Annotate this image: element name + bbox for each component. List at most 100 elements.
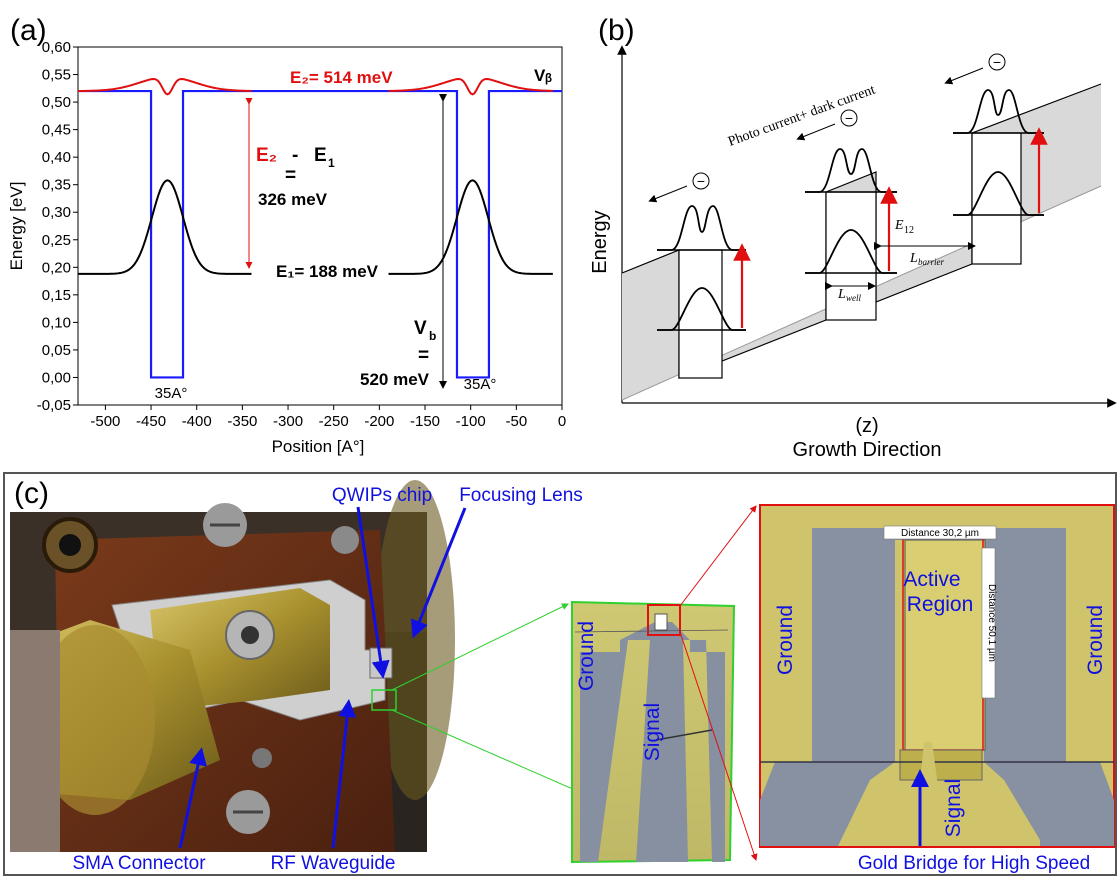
signal-zoom-label: Signal	[942, 779, 965, 837]
well-width-label-2: 35A°	[464, 376, 497, 393]
rf-waveguide-label: RF Waveguide	[271, 853, 396, 874]
ground-zoom-right-label: Ground	[1084, 605, 1107, 675]
vb-eq: =	[418, 345, 429, 366]
y-tick-label: 0,15	[42, 287, 71, 304]
zoom-line-top	[391, 603, 569, 691]
x-tick-label: -50	[505, 413, 527, 430]
panel-b-label: (b)	[598, 14, 635, 47]
z-label: (z)	[855, 415, 878, 437]
x-tick-label: -200	[364, 413, 394, 430]
qwips-chip-label: QWIPs chip	[332, 485, 432, 506]
e2-level-label: E₂= 514 meV	[290, 68, 393, 87]
lbarrier-label: L	[909, 251, 918, 266]
y-tick-label: 0,35	[42, 177, 71, 194]
active-region-label-1: Active	[903, 568, 960, 591]
sma-connector-label: SMA Connector	[72, 853, 206, 874]
y-axis-ticks: -0,05 0,00 0,05 0,10 0,15 0,20 0,25 0,30 0,35 0,4…	[37, 39, 78, 414]
vb-sub: b	[429, 329, 436, 343]
e1-level-label: E₁= 188 meV	[276, 262, 379, 281]
ground-label: Ground	[575, 621, 598, 691]
active-region-micrograph	[759, 504, 1115, 848]
x-tick-label: -500	[90, 413, 120, 430]
x-tick-label: -250	[319, 413, 349, 430]
zoom-line-red-top	[679, 505, 757, 607]
svg-text:−: −	[697, 173, 705, 189]
diff-eq: =	[285, 165, 296, 186]
y-tick-label: 0,00	[42, 369, 71, 386]
y-tick-label: 0,50	[42, 94, 71, 111]
vb-value: 520 meV	[360, 370, 430, 389]
y-tick-label: 0,05	[42, 342, 71, 359]
focusing-lens-arrow	[411, 507, 467, 639]
panel-b: (b) Energy (z) Growth Direction	[589, 14, 1117, 461]
diff-e2: E₂	[256, 145, 277, 166]
svg-text:−: −	[845, 110, 853, 126]
panel-c: (c) QWIPs chip Focusing Lens SMA Con	[3, 472, 1117, 876]
diff-e1: E	[314, 145, 327, 166]
electron-3: −	[944, 53, 1006, 85]
panel-c-label: (c)	[14, 477, 49, 510]
y-tick-label: 0,10	[42, 314, 71, 331]
y-tick-label: 0,45	[42, 122, 71, 139]
e12-label: E	[894, 218, 904, 233]
diff-e1-sub: 1	[328, 156, 335, 170]
signal-label: Signal	[641, 703, 664, 761]
well-width-label-1: 35A°	[155, 385, 188, 402]
lwell-label: L	[837, 287, 846, 302]
e1-wavefunction-line	[77, 179, 252, 275]
potential-well-line	[78, 89, 562, 379]
quantum-well-3	[953, 89, 1048, 265]
zoom-line-red-bottom	[679, 631, 758, 861]
x-tick-label: -100	[456, 413, 486, 430]
growth-direction-label: Growth Direction	[793, 439, 942, 461]
active-region-label-2: Region	[907, 593, 974, 616]
x-tick-label: 0	[558, 413, 566, 430]
x-tick-label: -450	[136, 413, 166, 430]
plot-frame	[77, 46, 563, 406]
diff-value: 326 meV	[258, 190, 328, 209]
y-tick-label: -0,05	[37, 397, 71, 414]
x-tick-label: -150	[410, 413, 440, 430]
lbarrier-sub: barrier	[918, 257, 945, 267]
qwips-chip-arrow	[356, 506, 390, 679]
svg-text:−: −	[993, 54, 1001, 70]
e2-wavefunction-line	[77, 77, 252, 96]
vb-top-label: Vᵦ	[534, 66, 552, 85]
rf-waveguide-arrow	[331, 699, 356, 849]
lwell-sub: well	[846, 293, 861, 303]
y-tick-label: 0,30	[42, 204, 71, 221]
y-tick-label: 0,60	[42, 39, 71, 56]
distance-horizontal: Distance 30,2 µm	[901, 528, 979, 539]
y-axis-label: Energy [eV]	[7, 182, 26, 271]
x-tick-label: -300	[273, 413, 303, 430]
electron-1: −	[648, 172, 710, 203]
distance-vertical: Distance 50,1 µm	[986, 584, 997, 662]
x-axis-label: Position [A°]	[272, 437, 365, 456]
plot-series	[77, 77, 562, 379]
focusing-lens-label: Focusing Lens	[459, 485, 583, 506]
e1-wavefunction-line	[388, 179, 553, 275]
y-tick-label: 0,25	[42, 232, 71, 249]
panel-a: (a) -0,05 0,00 0,05 0,10 0,15 0,20 0,25 0,30 0,3…	[7, 14, 566, 456]
vb-label: V	[414, 318, 427, 339]
y-tick-label: 0,40	[42, 149, 71, 166]
x-tick-label: -350	[227, 413, 257, 430]
sma-connector-arrow	[178, 747, 207, 849]
quantum-well-1	[657, 205, 751, 379]
panel-a-label: (a)	[10, 14, 47, 47]
e12-sub: 12	[904, 225, 914, 236]
photo-mount	[10, 480, 455, 852]
quantum-well-2	[805, 148, 898, 321]
chip-micrograph	[571, 600, 736, 864]
diff-dash: -	[292, 145, 298, 166]
y-tick-label: 0,55	[42, 67, 71, 84]
y-tick-label: 0,20	[42, 259, 71, 276]
e2-wavefunction-line	[388, 77, 553, 96]
gold-bridge-label: Gold Bridge for High Speed	[858, 853, 1090, 874]
electron-2: −	[796, 109, 858, 141]
energy-axis-label: Energy	[589, 210, 611, 273]
ground-zoom-left-label: Ground	[774, 605, 797, 675]
x-tick-label: -400	[182, 413, 212, 430]
